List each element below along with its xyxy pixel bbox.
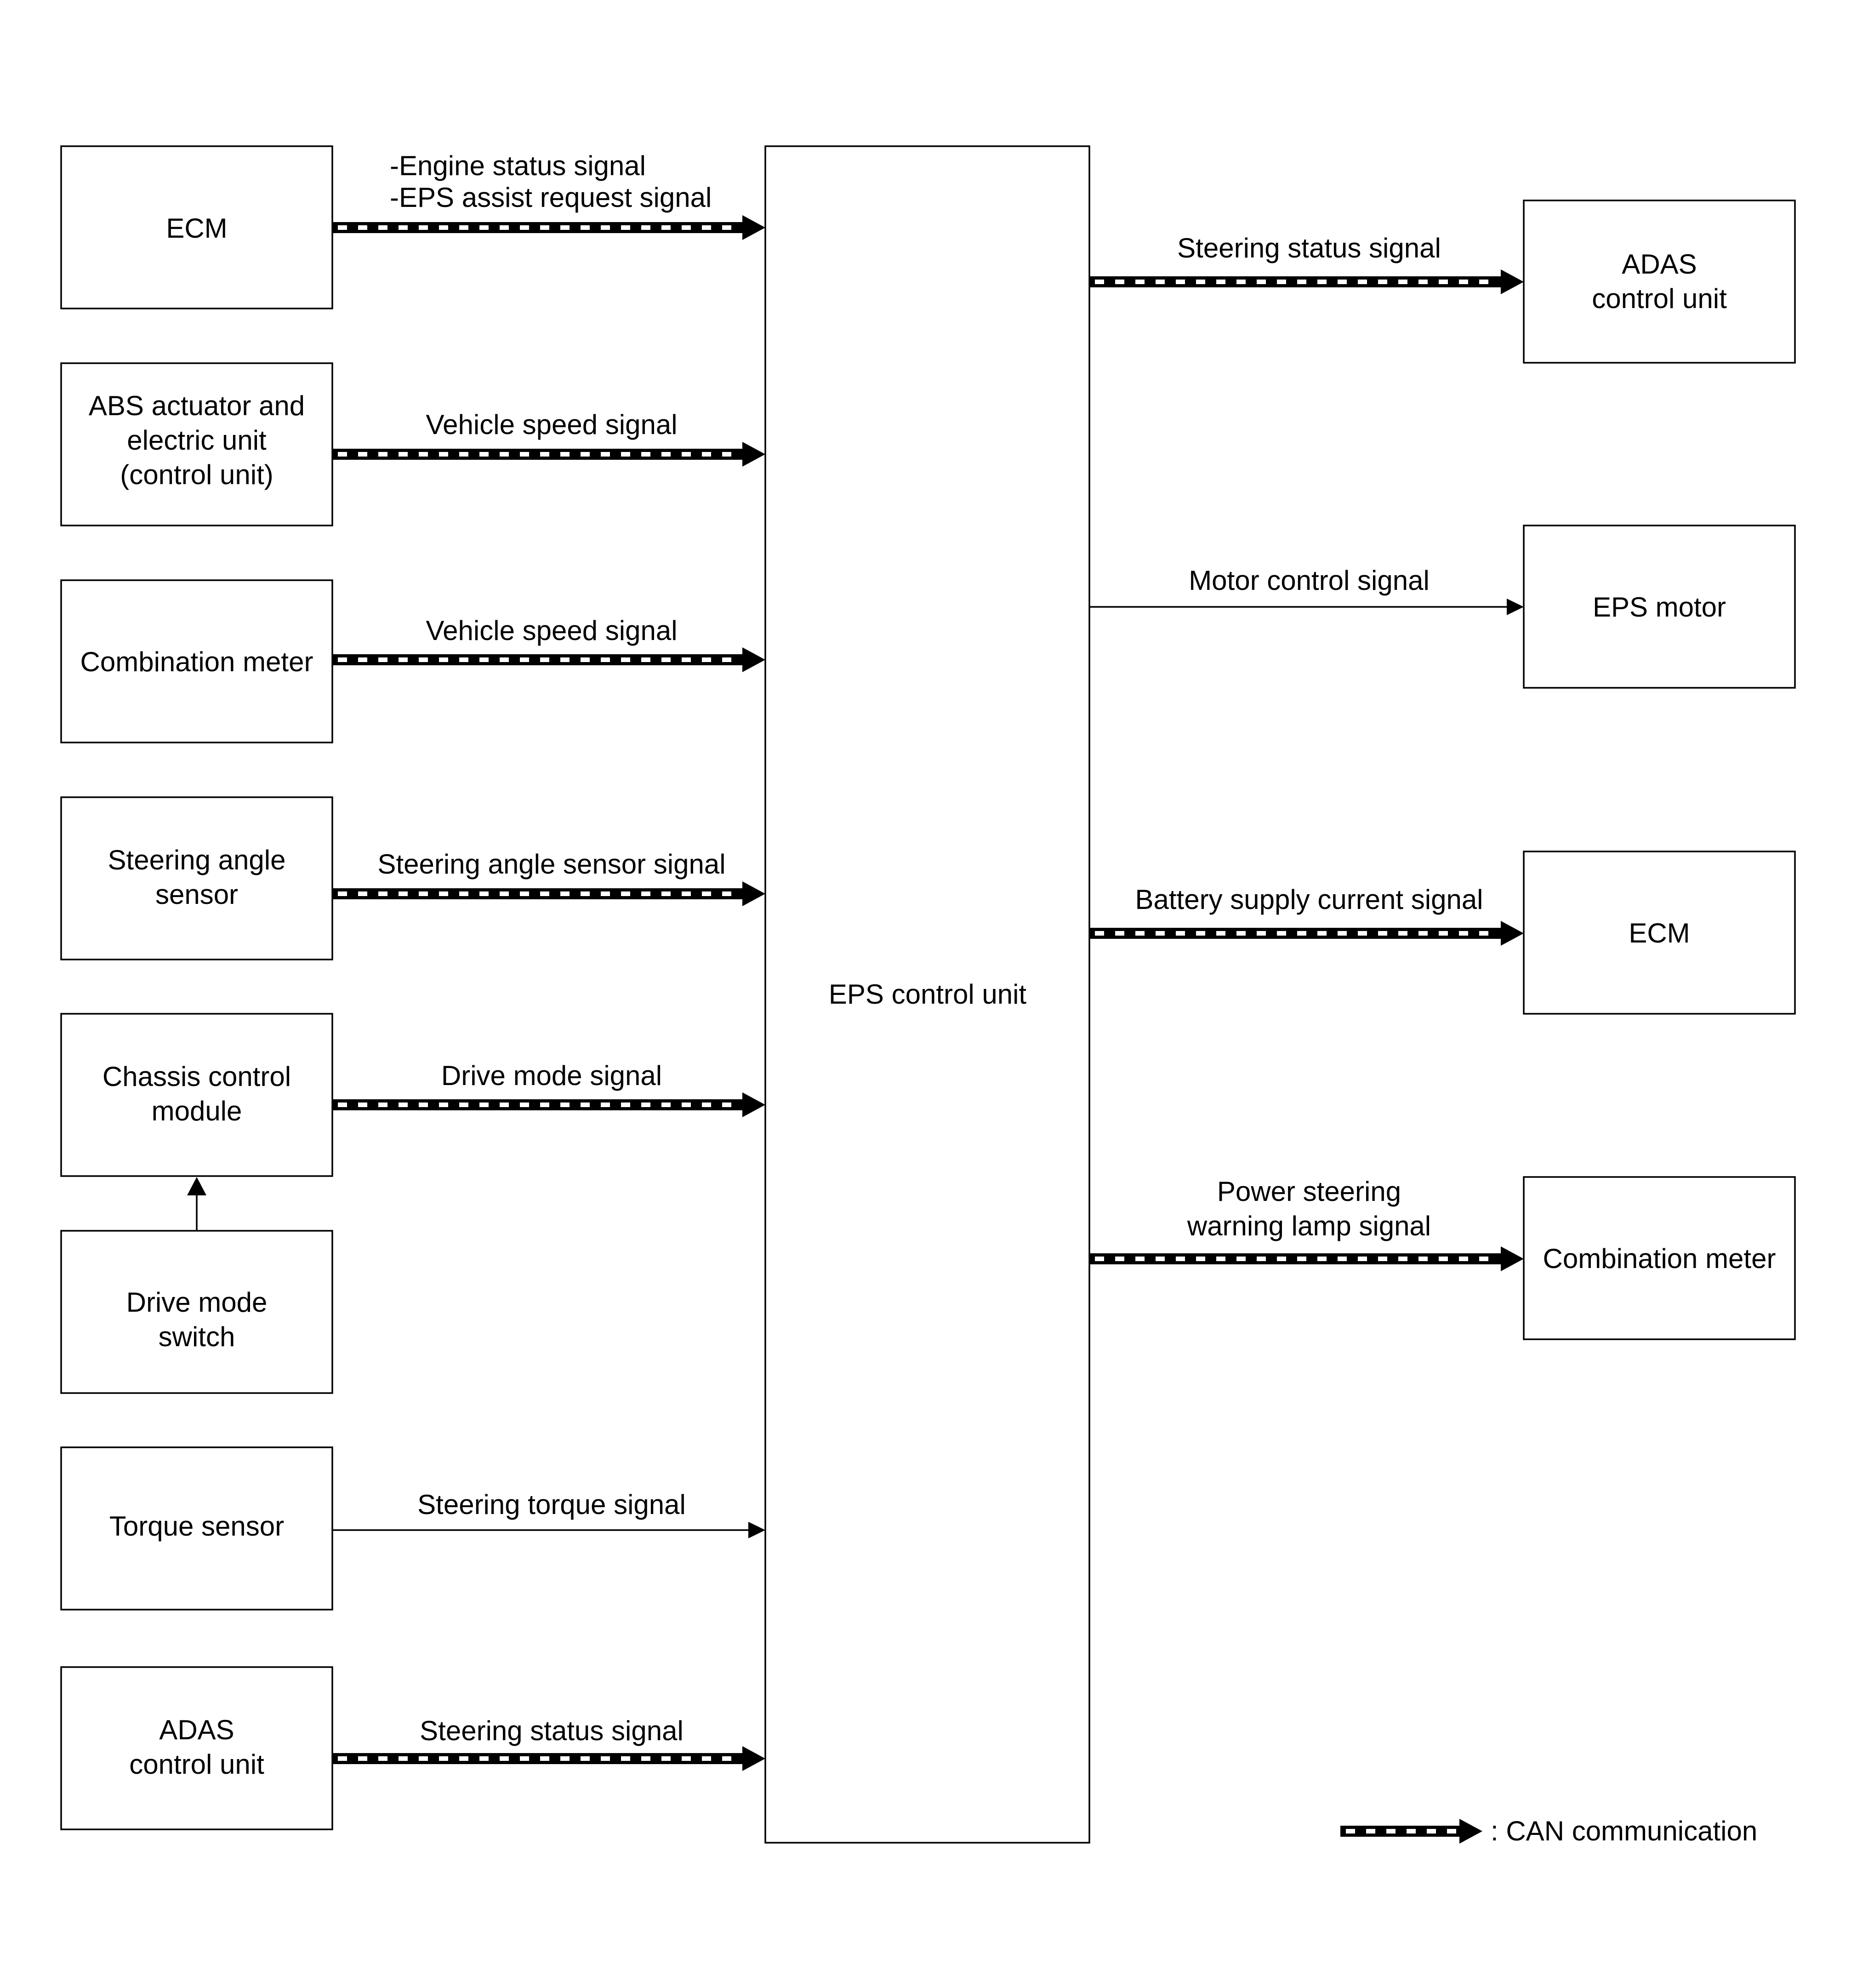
input-chassis-label-line2: module [152, 1096, 242, 1126]
can-arrow-combination-meter-out [1089, 1246, 1524, 1271]
plain-arrow-drive-mode-switch [187, 1177, 206, 1231]
output-adas-control-unit: ADAS control unit [1523, 200, 1796, 364]
signal-steering-angle-sensor: Steering angle sensor signal [377, 849, 725, 880]
output-adas-label-line1: ADAS [1622, 249, 1697, 280]
plain-arrow-torque [332, 1522, 765, 1538]
input-combination-meter: Combination meter [60, 579, 333, 743]
input-adas-label-line2: control unit [129, 1749, 264, 1780]
can-arrow-adas-out [1089, 269, 1524, 294]
output-adas-label-line2: control unit [1592, 283, 1727, 314]
input-drive-mode-switch: Drive mode switch [60, 1230, 333, 1394]
signal-engine-status: -Engine status signal [390, 150, 646, 181]
input-chassis-control-module: Chassis control module [60, 1013, 333, 1177]
input-adas-label-line1: ADAS [159, 1714, 234, 1745]
can-arrow-chassis [332, 1092, 765, 1117]
legend-can-arrow [1340, 1819, 1482, 1844]
output-ecm: ECM [1523, 851, 1796, 1015]
input-torque-sensor-label: Torque sensor [109, 1511, 284, 1542]
output-combination-meter-label: Combination meter [1543, 1243, 1776, 1274]
signal-steering-status-in: Steering status signal [420, 1715, 684, 1746]
input-abs-label-line3: (control unit) [120, 459, 273, 490]
signal-steering-status-out: Steering status signal [1177, 233, 1441, 263]
signal-steering-torque: Steering torque signal [417, 1489, 686, 1520]
eps-control-unit-label: EPS control unit [829, 979, 1027, 1010]
signal-eps-assist-request: -EPS assist request signal [390, 182, 712, 213]
signal-power-steering-line1: Power steering [1217, 1176, 1401, 1207]
signal-drive-mode: Drive mode signal [441, 1060, 662, 1091]
input-chassis-label-line1: Chassis control [103, 1061, 291, 1092]
signal-battery-supply-current: Battery supply current signal [1135, 884, 1483, 915]
input-abs-label-line2: electric unit [127, 425, 267, 456]
signal-motor-control: Motor control signal [1189, 565, 1430, 596]
plain-arrow-motor [1089, 599, 1524, 615]
input-ecm-label: ECM [166, 213, 227, 244]
input-combination-meter-label: Combination meter [80, 646, 313, 677]
input-steering-angle-label-line1: Steering angle [108, 845, 286, 875]
drive-mode-switch-label-line1: Drive mode [126, 1287, 268, 1318]
can-arrow-combination-meter-in [332, 647, 765, 672]
can-arrow-ecm [332, 215, 765, 240]
eps-control-unit-box [764, 145, 1090, 1844]
output-combination-meter: Combination meter [1523, 1176, 1796, 1340]
can-arrow-ecm-out [1089, 921, 1524, 946]
input-adas-control-unit: ADAS control unit [60, 1666, 333, 1830]
legend-can-label: : CAN communication [1491, 1816, 1757, 1846]
output-eps-motor: EPS motor [1523, 525, 1796, 689]
signal-power-steering-line2: warning lamp signal [1187, 1211, 1431, 1241]
input-ecm: ECM [60, 145, 333, 309]
input-abs-actuator: ABS actuator and electric unit (control … [60, 362, 333, 526]
can-arrow-steering-angle [332, 881, 765, 906]
input-steering-angle-label-line2: sensor [155, 879, 238, 910]
input-abs-label-line1: ABS actuator and [89, 390, 305, 421]
input-torque-sensor: Torque sensor [60, 1446, 333, 1611]
output-ecm-label: ECM [1629, 918, 1690, 948]
output-eps-motor-label: EPS motor [1593, 592, 1726, 623]
can-arrow-abs [332, 442, 765, 467]
signal-vehicle-speed-abs: Vehicle speed signal [426, 409, 677, 440]
input-steering-angle-sensor: Steering angle sensor [60, 796, 333, 960]
can-arrow-adas-in [332, 1746, 765, 1771]
drive-mode-switch-label-line2: switch [159, 1321, 235, 1352]
signal-vehicle-speed-meter: Vehicle speed signal [426, 615, 677, 646]
